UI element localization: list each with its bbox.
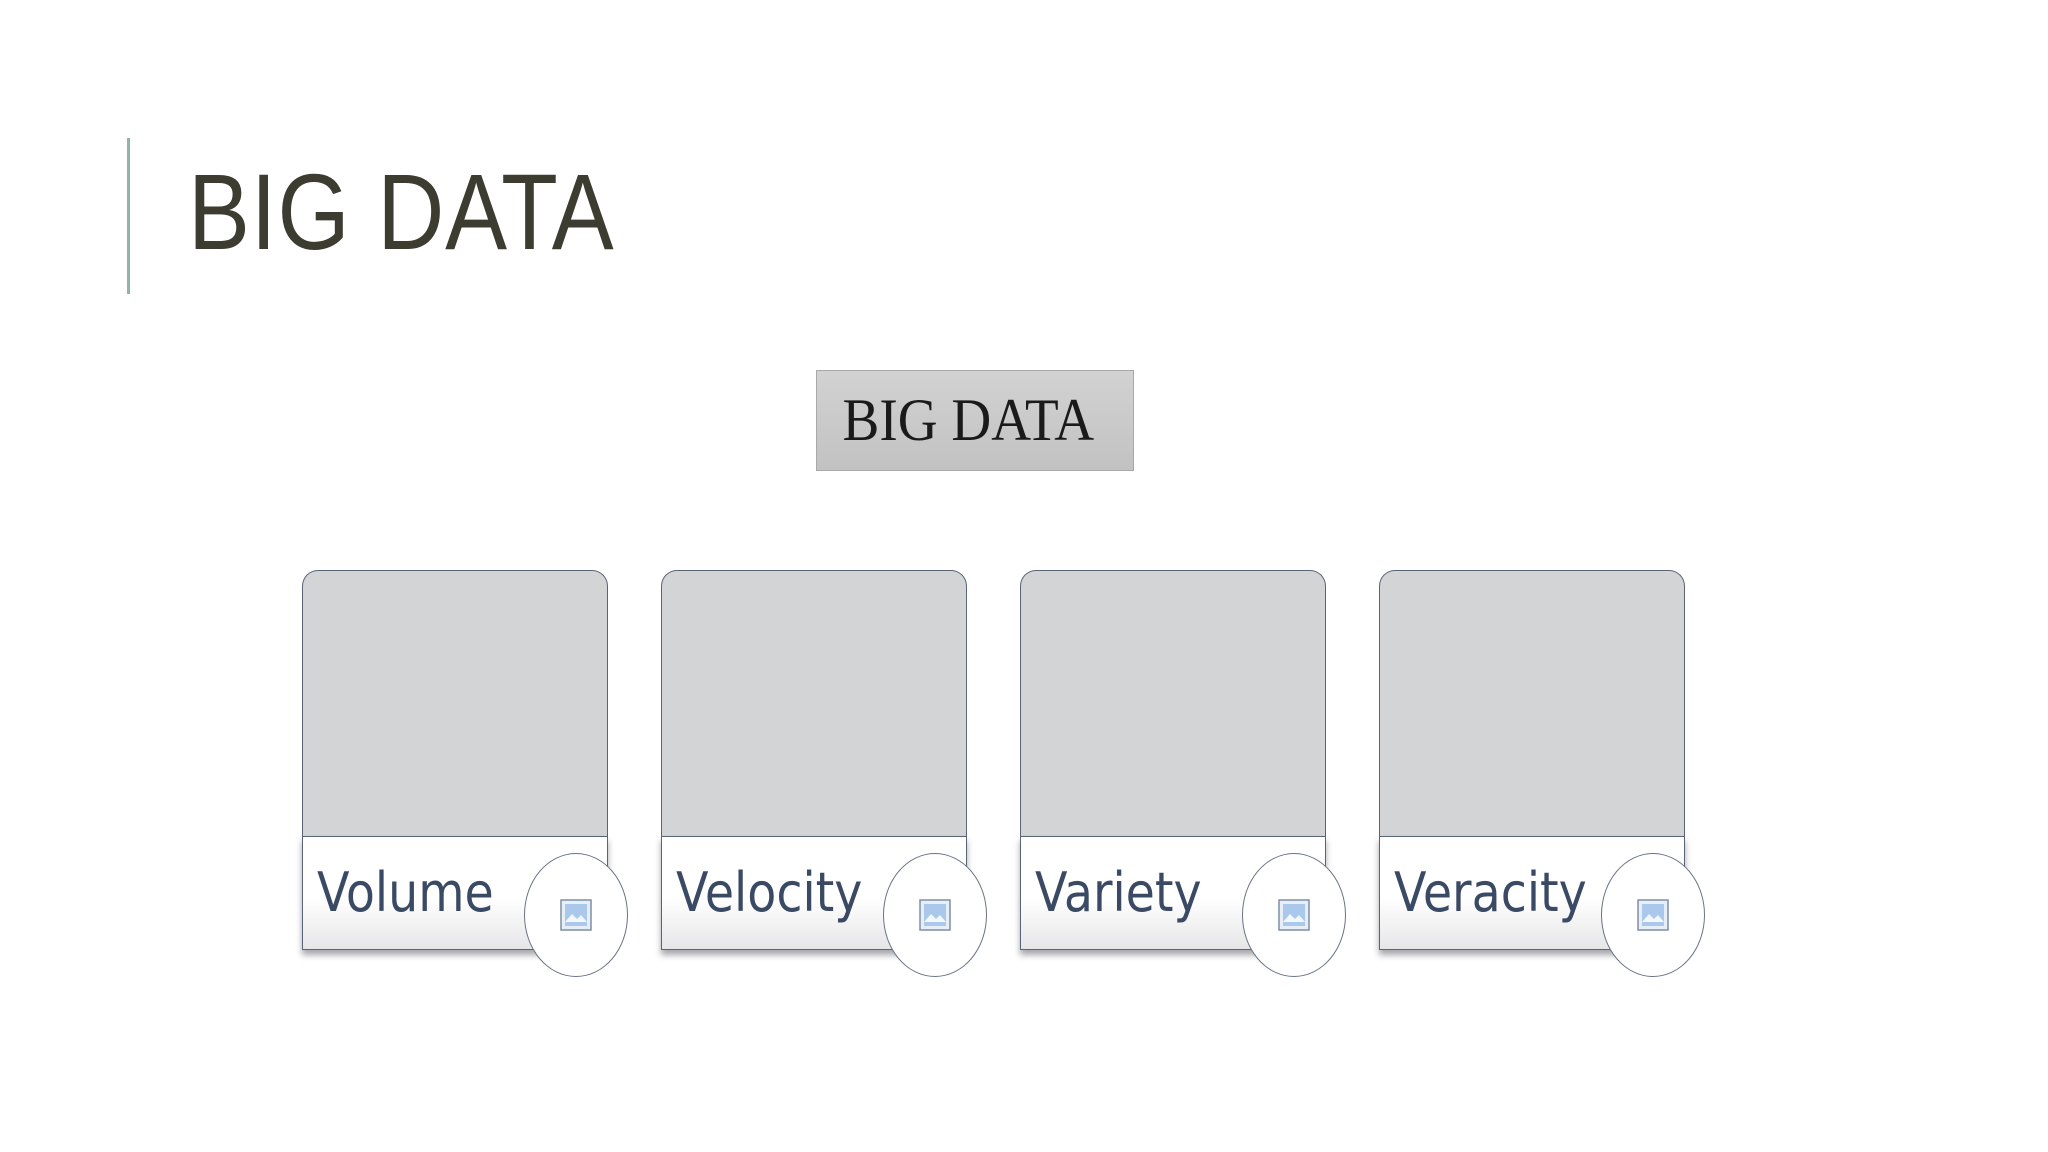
card-velocity[interactable]: Velocity — [661, 570, 987, 977]
card-label: Volume — [317, 861, 494, 924]
card-label: Variety — [1035, 861, 1202, 924]
picture-placeholder[interactable] — [1020, 570, 1326, 836]
picture-placeholder[interactable] — [1379, 570, 1685, 836]
picture-placeholder-icon — [560, 899, 592, 931]
card-label: Velocity — [676, 861, 863, 924]
title-accent-bar — [127, 138, 130, 294]
diagram-center-label: BIG DATA — [842, 387, 1095, 453]
card-veracity[interactable]: Veracity — [1379, 570, 1705, 977]
picture-placeholder-icon — [1278, 899, 1310, 931]
insert-picture-button[interactable] — [883, 853, 987, 977]
insert-picture-button[interactable] — [524, 853, 628, 977]
card-label: Veracity — [1394, 861, 1587, 924]
picture-placeholder-icon — [1637, 899, 1669, 931]
insert-picture-button[interactable] — [1601, 853, 1705, 977]
diagram-center-box[interactable]: BIG DATA — [816, 370, 1134, 471]
insert-picture-button[interactable] — [1242, 853, 1346, 977]
picture-placeholder-icon — [919, 899, 951, 931]
picture-placeholder[interactable] — [302, 570, 608, 836]
picture-placeholder[interactable] — [661, 570, 967, 836]
slide-title: BIG DATA — [188, 151, 615, 272]
card-volume[interactable]: Volume — [302, 570, 628, 977]
card-variety[interactable]: Variety — [1020, 570, 1346, 977]
